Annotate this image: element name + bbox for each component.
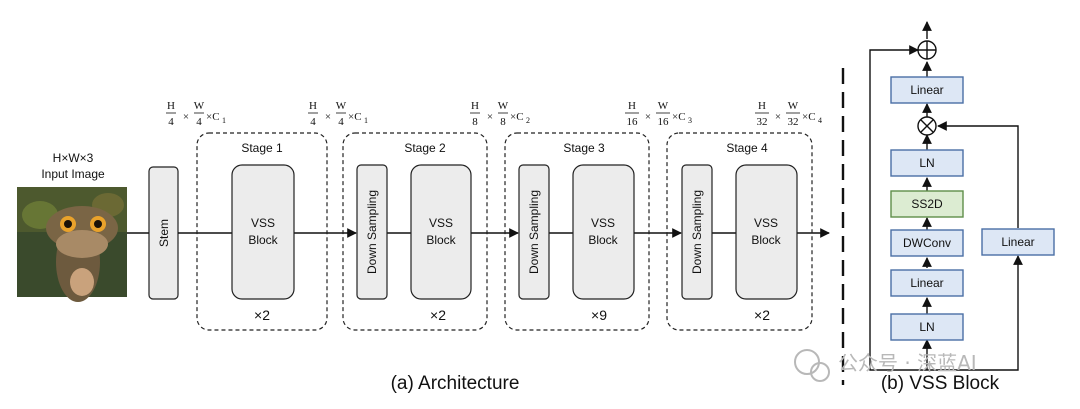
svg-text:4: 4 <box>818 116 822 125</box>
svg-text:W: W <box>498 100 509 112</box>
stage-2-repeat: ×2 <box>430 307 446 323</box>
stage-2-frame <box>342 132 488 331</box>
svg-text:×C: ×C <box>348 111 362 123</box>
svg-text:H: H <box>758 100 766 112</box>
vss-ln-mid <box>890 149 964 177</box>
vss-block-3-label-1: VSS <box>591 216 615 230</box>
down-sampling-4-label: Down Sampling <box>690 190 704 274</box>
down-sampling-3 <box>518 164 550 300</box>
stem-label: Stem <box>157 219 171 247</box>
svg-text:×C: ×C <box>206 111 220 123</box>
svg-text:4: 4 <box>168 116 174 128</box>
vss-linear-bottom <box>890 269 964 297</box>
watermark: 公众号 · 深蓝AI <box>794 349 977 382</box>
stage-4-repeat: ×2 <box>754 307 770 323</box>
vss-block-2-label-1: VSS <box>429 216 453 230</box>
vss-block-1 <box>231 164 295 300</box>
svg-text:4: 4 <box>196 116 202 128</box>
vss-block-4-label-2: Block <box>751 233 781 247</box>
svg-text:×: × <box>775 111 781 123</box>
svg-text:4: 4 <box>310 116 316 128</box>
caption-vss-block: (b) VSS Block <box>881 373 1000 394</box>
svg-text:×: × <box>183 111 189 123</box>
svg-text:16: 16 <box>627 116 639 128</box>
stage-1-frame <box>196 132 328 331</box>
svg-text:W: W <box>658 100 669 112</box>
svg-text:8: 8 <box>472 116 478 128</box>
svg-text:W: W <box>788 100 799 112</box>
svg-text:公众号 · 深蓝AI: 公众号 · 深蓝AI <box>838 351 977 375</box>
stage-3-repeat: ×9 <box>591 307 607 323</box>
svg-text:Linear: Linear <box>910 276 943 290</box>
svg-text:W: W <box>194 100 205 112</box>
svg-text:×: × <box>487 111 493 123</box>
svg-text:H: H <box>167 100 175 112</box>
svg-text:DWConv: DWConv <box>903 236 951 250</box>
down-sampling-2-label: Down Sampling <box>365 190 379 274</box>
svg-text:×C: ×C <box>802 111 816 123</box>
wechat-icon <box>794 349 820 375</box>
svg-text:×: × <box>325 111 331 123</box>
stage-1: Stage 1 VSS Block ×2 <box>196 132 328 331</box>
vss-linear-top <box>890 76 964 104</box>
vss-linear-side <box>981 228 1055 256</box>
svg-text:×: × <box>645 111 651 123</box>
stage-3-title: Stage 3 <box>563 141 605 155</box>
vss-ln-bottom <box>890 313 964 341</box>
svg-text:×C: ×C <box>672 111 686 123</box>
stage-4-title: Stage 4 <box>726 141 768 155</box>
dim-label-stem: H 4 × W 4 ×C 1 <box>166 100 226 128</box>
vss-dwconv <box>890 229 964 257</box>
svg-text:×C: ×C <box>510 111 524 123</box>
input-image-label: Input Image <box>41 167 105 181</box>
svg-text:H: H <box>309 100 317 112</box>
svg-text:LN: LN <box>919 320 934 334</box>
dim-label-stage2: H 8 × W 8 ×C 2 <box>470 100 530 128</box>
svg-text:Linear: Linear <box>1001 235 1034 249</box>
vss-ss2d <box>890 190 964 218</box>
vss-block-2-label-2: Block <box>426 233 456 247</box>
down-sampling-3-label: Down Sampling <box>527 190 541 274</box>
caption-architecture: (a) Architecture <box>391 373 520 394</box>
stage-2-title: Stage 2 <box>404 141 446 155</box>
vss-block-4 <box>735 164 798 300</box>
svg-text:LN: LN <box>919 156 934 170</box>
svg-text:4: 4 <box>338 116 344 128</box>
svg-text:2: 2 <box>526 116 530 125</box>
stage-3-frame <box>504 132 650 331</box>
stage-2: Stage 2 Down Sampling VSS Block ×2 <box>342 132 488 331</box>
svg-text:16: 16 <box>658 116 670 128</box>
down-sampling-4 <box>681 164 713 300</box>
input-image <box>17 187 127 302</box>
svg-text:H: H <box>471 100 479 112</box>
stage-4-frame <box>666 132 813 331</box>
vss-block-3 <box>572 164 635 300</box>
vss-block-1-label-1: VSS <box>251 216 275 230</box>
vss-block-3-label-2: Block <box>588 233 618 247</box>
svg-text:32: 32 <box>757 116 768 128</box>
svg-text:1: 1 <box>222 116 226 125</box>
vss-block-2 <box>410 164 472 300</box>
stage-3: Stage 3 Down Sampling VSS Block ×9 <box>504 132 650 331</box>
stage-1-title: Stage 1 <box>241 141 283 155</box>
svg-text:1: 1 <box>364 116 368 125</box>
svg-text:Linear: Linear <box>910 83 943 97</box>
down-sampling-2 <box>356 164 388 300</box>
dim-label-stage4: H 32 × W 32 ×C 4 <box>755 100 822 128</box>
input-size-label: H×W×3 <box>53 151 94 165</box>
vss-block-1-label-2: Block <box>248 233 278 247</box>
vss-block-4-label-1: VSS <box>754 216 778 230</box>
svg-text:3: 3 <box>688 116 692 125</box>
stage-1-repeat: ×2 <box>254 307 270 323</box>
svg-text:H: H <box>628 100 636 112</box>
vss-block-detail: LN Linear DWConv SS2D LN Linear Linear <box>869 21 1055 371</box>
svg-text:8: 8 <box>500 116 506 128</box>
stage-4: Stage 4 Down Sampling VSS Block ×2 <box>666 132 813 331</box>
svg-text:32: 32 <box>788 116 799 128</box>
svg-text:SS2D: SS2D <box>911 197 943 211</box>
dim-label-stage1: H 4 × W 4 ×C 1 <box>308 100 368 128</box>
dim-label-stage3: H 16 × W 16 ×C 3 <box>625 100 692 128</box>
svg-text:W: W <box>336 100 347 112</box>
